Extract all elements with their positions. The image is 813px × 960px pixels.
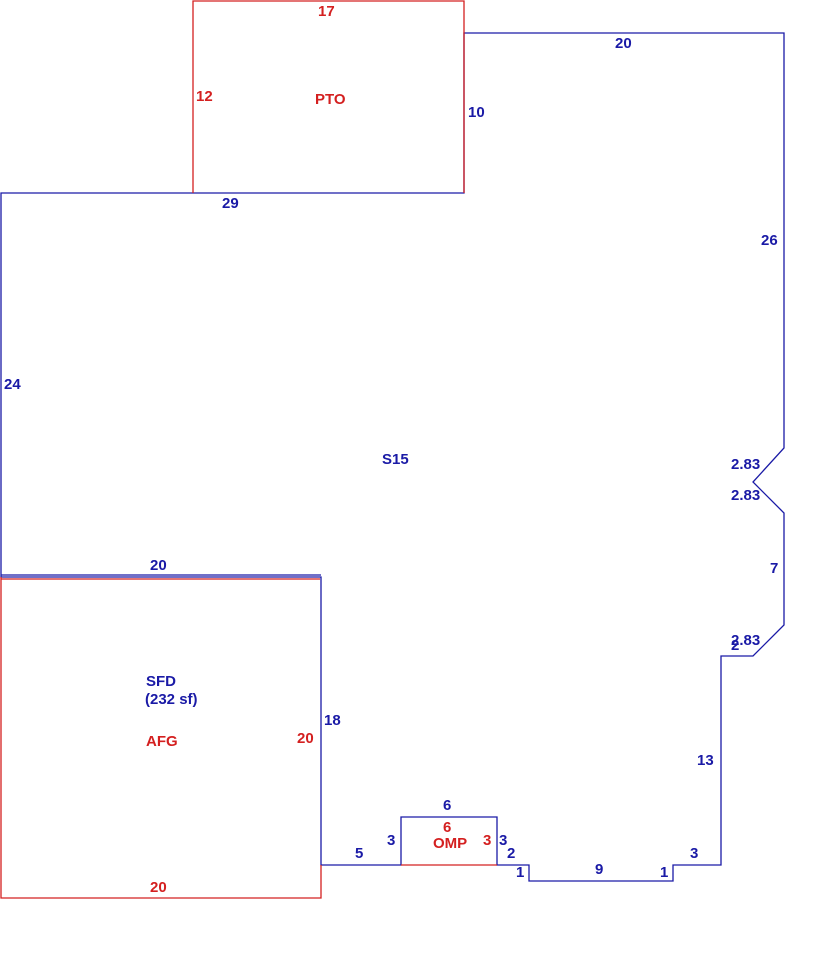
dimension-label: 2 <box>507 845 515 862</box>
dimension-label: 29 <box>222 195 239 212</box>
dimension-label: 9 <box>595 861 603 878</box>
dimension-label: 24 <box>4 376 21 393</box>
porch-section-code: OMP <box>433 835 467 852</box>
dimension-label: 17 <box>318 3 335 20</box>
dimension-label: 2.83 <box>731 456 760 473</box>
patio-outline <box>192 0 465 193</box>
dimension-label: 1 <box>660 864 668 881</box>
dimension-label: 10 <box>468 104 485 121</box>
dimension-label: 3 <box>499 832 507 849</box>
main-dwelling-outline <box>0 32 785 882</box>
dimension-label: 2.83 <box>731 632 760 649</box>
dimension-label: 20 <box>615 35 632 52</box>
dimension-label: 6 <box>443 819 451 836</box>
dimension-label: 12 <box>196 88 213 105</box>
dimension-label: 7 <box>770 560 778 577</box>
dimension-label: 26 <box>761 232 778 249</box>
dimension-label: 18 <box>324 712 341 729</box>
dimension-label: 1 <box>516 864 524 881</box>
garage-area: (232 sf) <box>145 691 198 708</box>
garage-description: SFD <box>146 673 176 690</box>
patio-section-code: PTO <box>315 91 346 108</box>
main-section-code: S15 <box>382 451 409 468</box>
dimension-label: 20 <box>297 730 314 747</box>
dimension-label: 3 <box>483 832 491 849</box>
garage-section-code: AFG <box>146 733 178 750</box>
garage-outline <box>0 577 322 899</box>
dimension-label: 2 <box>731 637 739 654</box>
dimension-label: 6 <box>443 797 451 814</box>
dimension-label: 20 <box>150 879 167 896</box>
dimension-label: 13 <box>697 752 714 769</box>
dimension-label: 3 <box>690 845 698 862</box>
dimension-label: 5 <box>355 845 363 862</box>
dimension-label: 20 <box>150 557 167 574</box>
dimension-label: 2.83 <box>731 487 760 504</box>
dimension-label: 3 <box>387 832 395 849</box>
